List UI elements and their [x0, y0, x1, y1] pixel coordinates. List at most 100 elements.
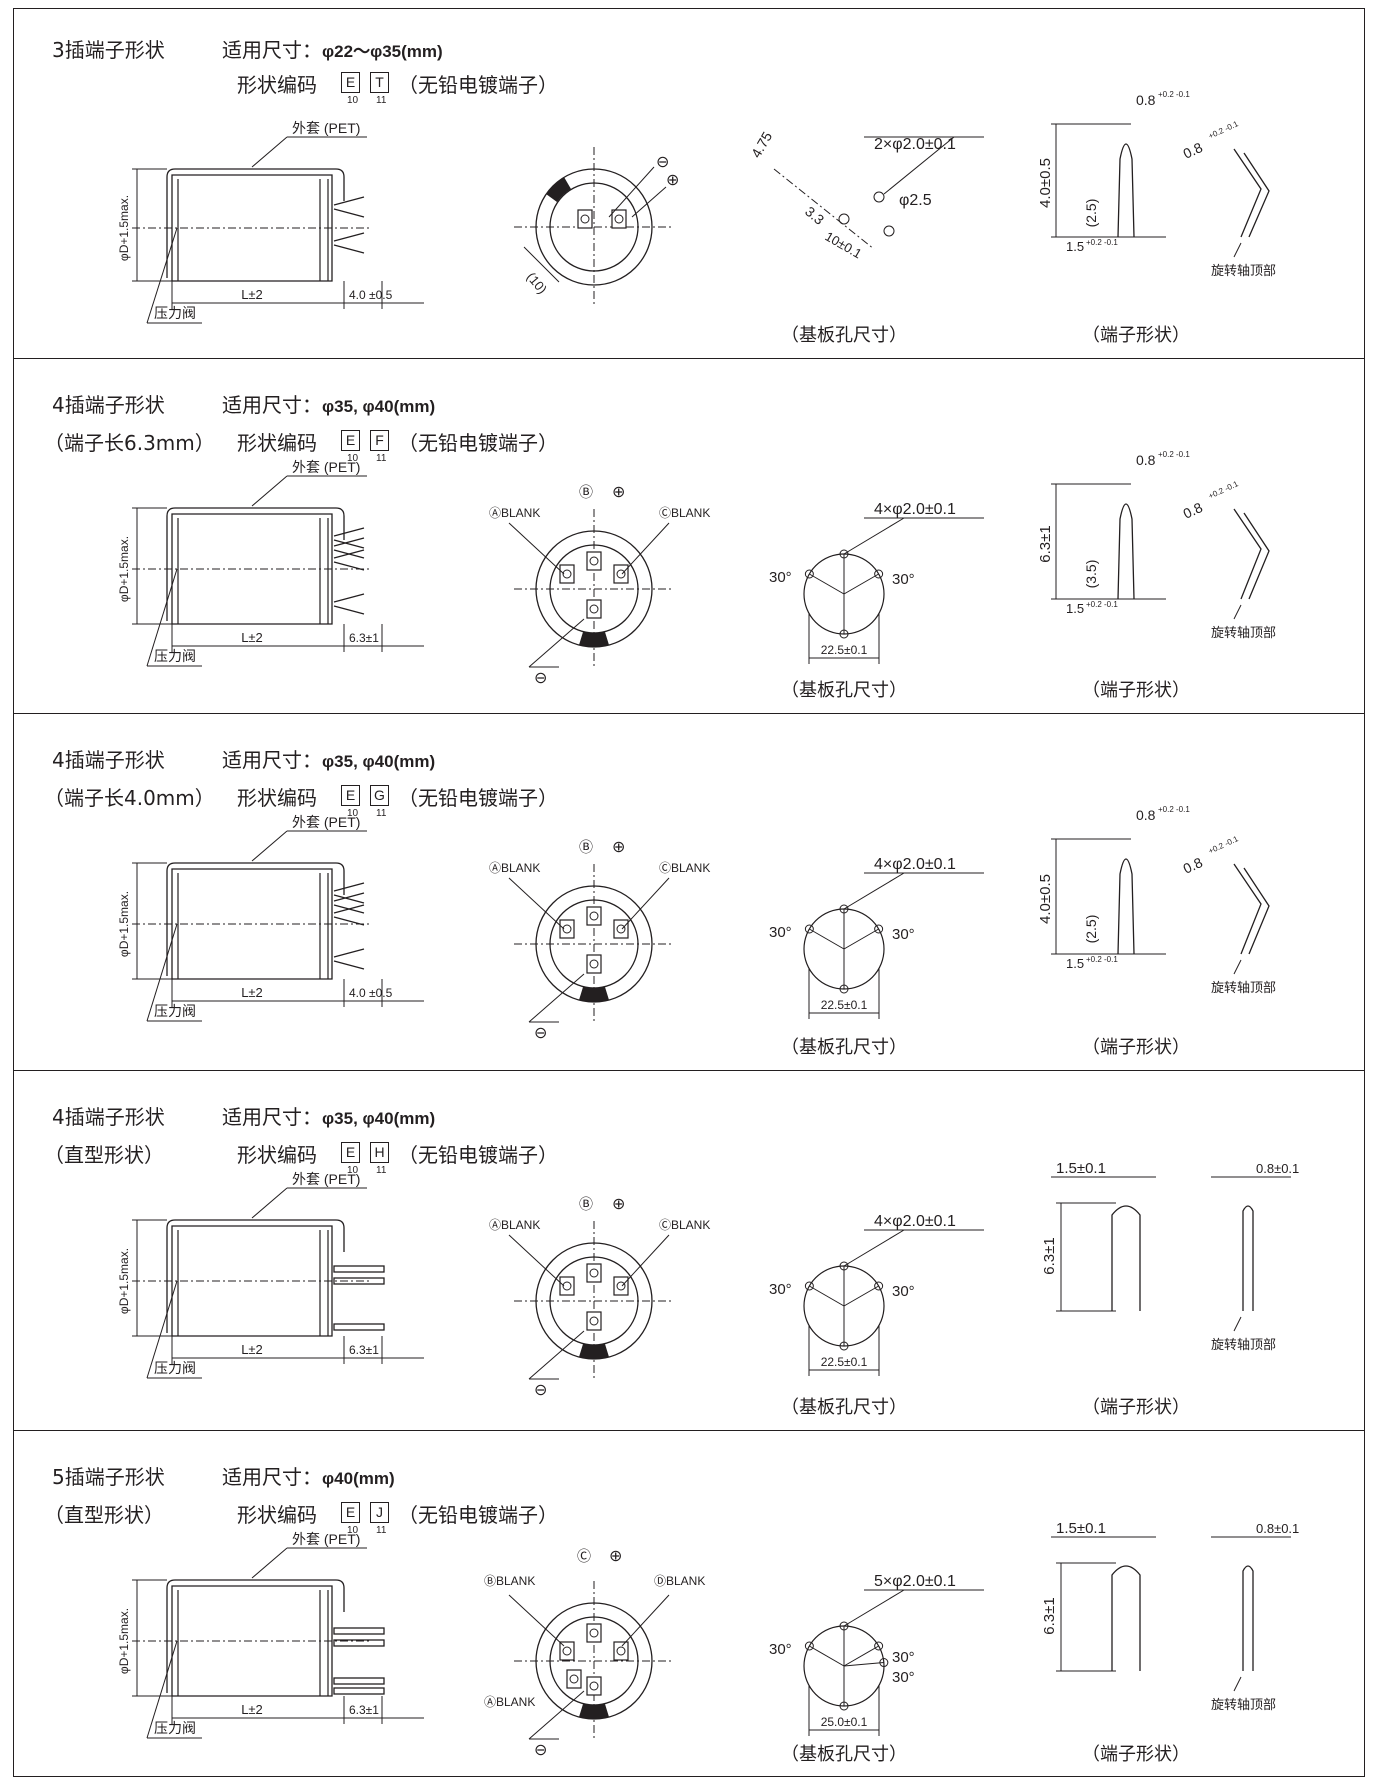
terminal-width2-tol: +0.2 -0.1: [1207, 834, 1240, 856]
offset-label: (10): [524, 269, 550, 296]
a-blank-label: ⒶBLANK: [489, 1218, 540, 1232]
section-subtitle: （直型形状）: [44, 1503, 164, 1527]
terminal-thin-profile: [1242, 1565, 1254, 1671]
terminal-width2: 0.8±0.1: [1256, 1521, 1299, 1536]
leader: [508, 1234, 565, 1287]
valve-label: 压力阀: [154, 1720, 196, 1736]
code-pos-11: 11: [376, 95, 387, 106]
jacket-label: 外套 (PET): [292, 1171, 360, 1187]
straight-terminal: [333, 1323, 385, 1331]
plus-label: ⊕: [609, 1548, 622, 1565]
pcb-hole-layout: 5×φ2.0±0.130°30°30°25.0±0.1（基板孔尺寸）: [769, 1573, 984, 1764]
jacket-label: 外套 (PET): [292, 120, 360, 136]
pcb-hole: [874, 1641, 884, 1651]
minus-label: ⊖: [534, 1382, 547, 1399]
sleeve-outline: [166, 1219, 345, 1333]
code-box-11: F: [370, 430, 389, 451]
code-box-11: T: [370, 72, 389, 93]
angle-left: 30°: [769, 569, 792, 586]
terminal-hole: [589, 959, 599, 969]
plating-note: （无铅电镀端子）: [398, 431, 558, 455]
pcb-ray: [843, 1645, 879, 1667]
code-box-10: E: [341, 1502, 360, 1523]
capacitor-body: [171, 1225, 333, 1337]
terminal-hole: [562, 924, 572, 934]
leader: [508, 877, 565, 930]
terminal-hole: [562, 569, 572, 579]
pcb-holes-label: 5×φ2.0±0.1: [874, 1573, 956, 1590]
diameter-label: φD+1.5max.: [117, 1248, 131, 1314]
b-label: Ⓑ: [579, 484, 593, 500]
size-value: φ35, φ40(mm): [322, 397, 436, 416]
angle-right-2: 30°: [892, 1669, 915, 1686]
capacitor-body: [171, 174, 333, 282]
straight-terminal: [333, 1627, 385, 1635]
section-title: 3插端子形状: [52, 38, 165, 62]
terminal-bent-profile: [1233, 508, 1270, 600]
terminal-bent-profile: [1233, 148, 1270, 238]
terminal-base-tol: +0.2 -0.1: [1086, 238, 1118, 247]
bent-terminal: [333, 593, 365, 615]
terminal-hole: [589, 911, 599, 921]
terminal-pad: [613, 919, 629, 939]
leader: [843, 517, 905, 555]
terminal-caption: （端子形状）: [1082, 1037, 1190, 1057]
leader: [528, 973, 585, 1023]
minus-label: ⊖: [656, 154, 669, 171]
leader: [508, 1594, 565, 1647]
terminal-pad: [559, 919, 575, 939]
leader: [146, 227, 178, 324]
terminal-caption: （端子形状）: [1082, 680, 1190, 700]
terminal-pad: [586, 599, 602, 619]
size-label: 适用尺寸：φ40(mm): [222, 1461, 395, 1490]
shape-code-label: 形状编码: [237, 1503, 317, 1527]
terminal-width2: 0.8: [1181, 499, 1206, 522]
terminal-hole: [616, 924, 626, 934]
terminal-hole: [589, 1681, 599, 1691]
plating-note: （无铅电镀端子）: [398, 1143, 558, 1167]
sleeve-outline: [166, 1579, 345, 1693]
terminal-width1-tol: +0.2 -0.1: [1158, 450, 1190, 459]
c-blank-label: ⒸBLANK: [659, 1218, 710, 1232]
jacket-label: 外套 (PET): [292, 1531, 360, 1547]
code-box-10: E: [341, 785, 360, 806]
pitch-label: 22.5±0.1: [821, 1355, 868, 1369]
pcb-hole: [874, 569, 884, 579]
terminal-width1: 0.8: [1136, 807, 1156, 823]
size-label: 适用尺寸：φ35, φ40(mm): [222, 389, 435, 418]
lead-length-label: 6.3±1: [349, 1343, 379, 1357]
diameter-label: φD+1.5max.: [117, 891, 131, 957]
leader: [843, 1229, 905, 1267]
pcb-holes-label: 4×φ2.0±0.1: [874, 856, 956, 873]
terminal-width1-tol: +0.2 -0.1: [1158, 805, 1190, 814]
terminal-width2: 0.8: [1181, 854, 1206, 877]
a-blank-label: ⒶBLANK: [489, 506, 540, 520]
terminal-pad: [586, 551, 602, 571]
terminal-profile: [1111, 1205, 1141, 1311]
leader: [251, 475, 288, 507]
code-pos-10: 10: [347, 1165, 359, 1176]
terminal-base: 1.5: [1066, 239, 1084, 254]
pcb-dim3: 10±0.1: [823, 229, 865, 262]
code-box-10: E: [341, 430, 360, 451]
pcb-caption: （基板孔尺寸）: [781, 1744, 907, 1764]
terminal-width1: 1.5±0.1: [1056, 1160, 1106, 1177]
polarity-mark: [546, 177, 571, 202]
pcb-hole-layout: 2×φ2.0±0.1φ2.54.753.310±0.1（基板孔尺寸）: [748, 129, 984, 345]
bent-terminal: [333, 527, 365, 549]
leader: [843, 872, 905, 910]
terminal-pad: [613, 1276, 629, 1296]
terminal-thin-profile: [1242, 1205, 1254, 1311]
d-blank-label: ⒹBLANK: [654, 1574, 705, 1588]
terminal-hole: [580, 214, 590, 224]
lead-length-label: 4.0 ±0.5: [349, 986, 393, 1000]
sleeve-outline: [166, 507, 345, 621]
